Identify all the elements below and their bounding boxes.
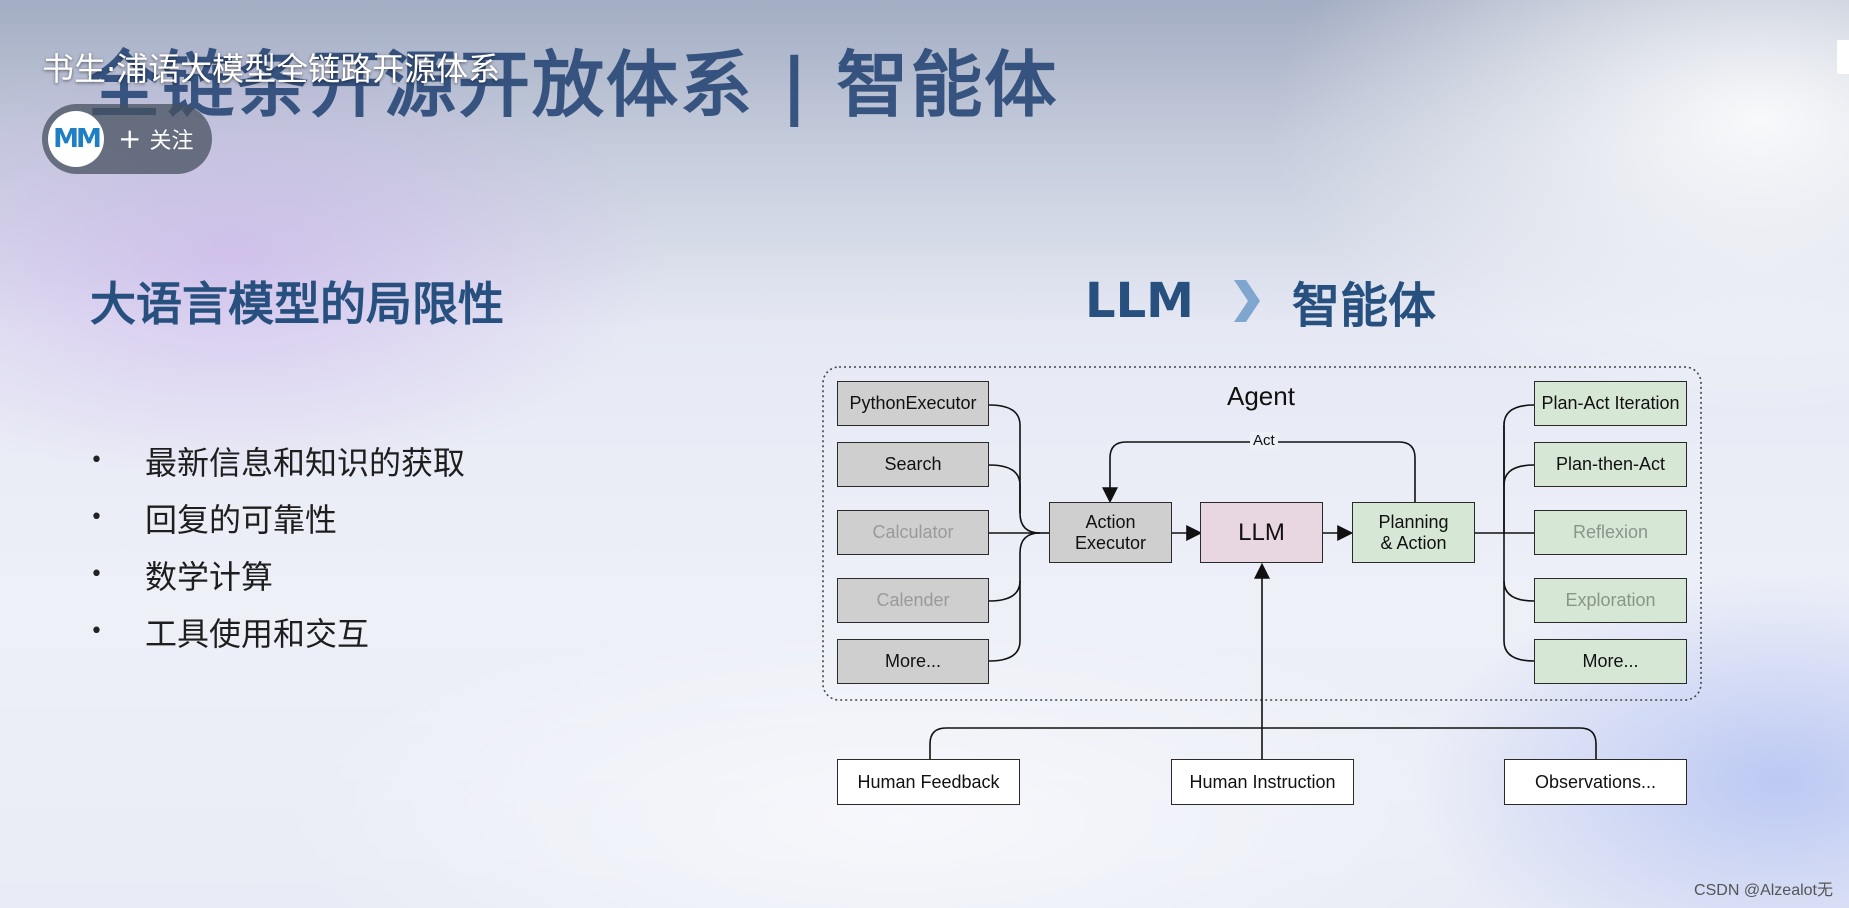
tool-search: Search	[837, 442, 989, 487]
list-item-text: 最新信息和知识的获取	[145, 443, 466, 482]
agent-label: Agent	[1227, 381, 1295, 411]
action-executor-line-1: Action	[1085, 511, 1136, 532]
follow-label: 关注	[149, 129, 194, 154]
avatar[interactable]: MM	[48, 111, 104, 167]
follow-button[interactable]: + 关注	[118, 123, 193, 155]
left-heading: 大语言模型的局限性	[90, 277, 504, 331]
list-item-text: 工具使用和交互	[145, 614, 370, 653]
list-item-text: 回复的可靠性	[145, 500, 338, 539]
tool-connector	[988, 532, 1041, 602]
tool-python-executor: PythonExecutor	[837, 381, 989, 426]
bullet-icon: •	[90, 505, 103, 530]
llm-node: LLM	[1200, 502, 1323, 563]
planning-action-node: Planning & Action	[1352, 502, 1475, 563]
planning-line-2: & Action	[1380, 532, 1447, 553]
list-item: • 工具使用和交互	[90, 603, 465, 660]
plan-plan-act-iteration: Plan-Act Iteration	[1534, 381, 1687, 426]
input-observations: Observations...	[1504, 759, 1687, 805]
tool-connector	[988, 404, 1041, 534]
input-human-feedback: Human Feedback	[837, 759, 1020, 805]
plan-more: More...	[1534, 639, 1687, 684]
chevron-right-icon	[1232, 278, 1262, 324]
plan-reflexion: Reflexion	[1534, 510, 1687, 555]
plan-connector	[1503, 580, 1535, 602]
watermark: CSDN @Alzealot无	[1694, 882, 1833, 899]
list-item: • 最新信息和知识的获取	[90, 432, 465, 489]
right-heading-agent: 智能体	[1291, 278, 1436, 334]
plus-icon: +	[118, 122, 142, 155]
uploader-follow-pill[interactable]: MM + 关注	[42, 104, 212, 174]
list-item: • 数学计算	[90, 546, 465, 603]
bullet-icon: •	[90, 448, 103, 473]
plan-exploration: Exploration	[1534, 578, 1687, 623]
plan-connector	[1503, 404, 1535, 533]
tool-more: More...	[837, 639, 989, 684]
plan-connector	[1503, 640, 1535, 662]
input-connector	[929, 727, 1597, 759]
video-title: 书生·浦语大模型全链路开源体系	[42, 50, 501, 88]
act-label: Act	[1250, 432, 1278, 449]
input-human-instruction: Human Instruction	[1171, 759, 1354, 805]
tool-connector	[988, 464, 1021, 513]
slide-title: 全链条开源开放体系 | 智能体	[88, 43, 1059, 127]
act-loop-arrow	[1102, 441, 1416, 504]
right-heading: LLM 智能体	[1085, 266, 1436, 336]
limitations-list: • 最新信息和知识的获取 • 回复的可靠性 • 数学计算 • 工具使用和交互	[90, 432, 465, 660]
bullet-icon: •	[90, 619, 103, 644]
list-item: • 回复的可靠性	[90, 489, 465, 546]
action-executor-line-2: Executor	[1074, 532, 1147, 553]
bullet-icon: •	[90, 562, 103, 587]
list-item-text: 数学计算	[145, 557, 274, 596]
planning-line-1: Planning	[1378, 511, 1449, 532]
tool-connector	[988, 581, 1021, 662]
plan-plan-then-act: Plan-then-Act	[1534, 442, 1687, 487]
tool-calender: Calender	[837, 578, 989, 623]
tool-calculator: Calculator	[837, 510, 989, 555]
right-heading-llm: LLM	[1085, 273, 1194, 329]
plan-connector	[1503, 464, 1535, 486]
bookmark-icon[interactable]	[1837, 40, 1849, 74]
action-executor-node: Action Executor	[1049, 502, 1172, 563]
